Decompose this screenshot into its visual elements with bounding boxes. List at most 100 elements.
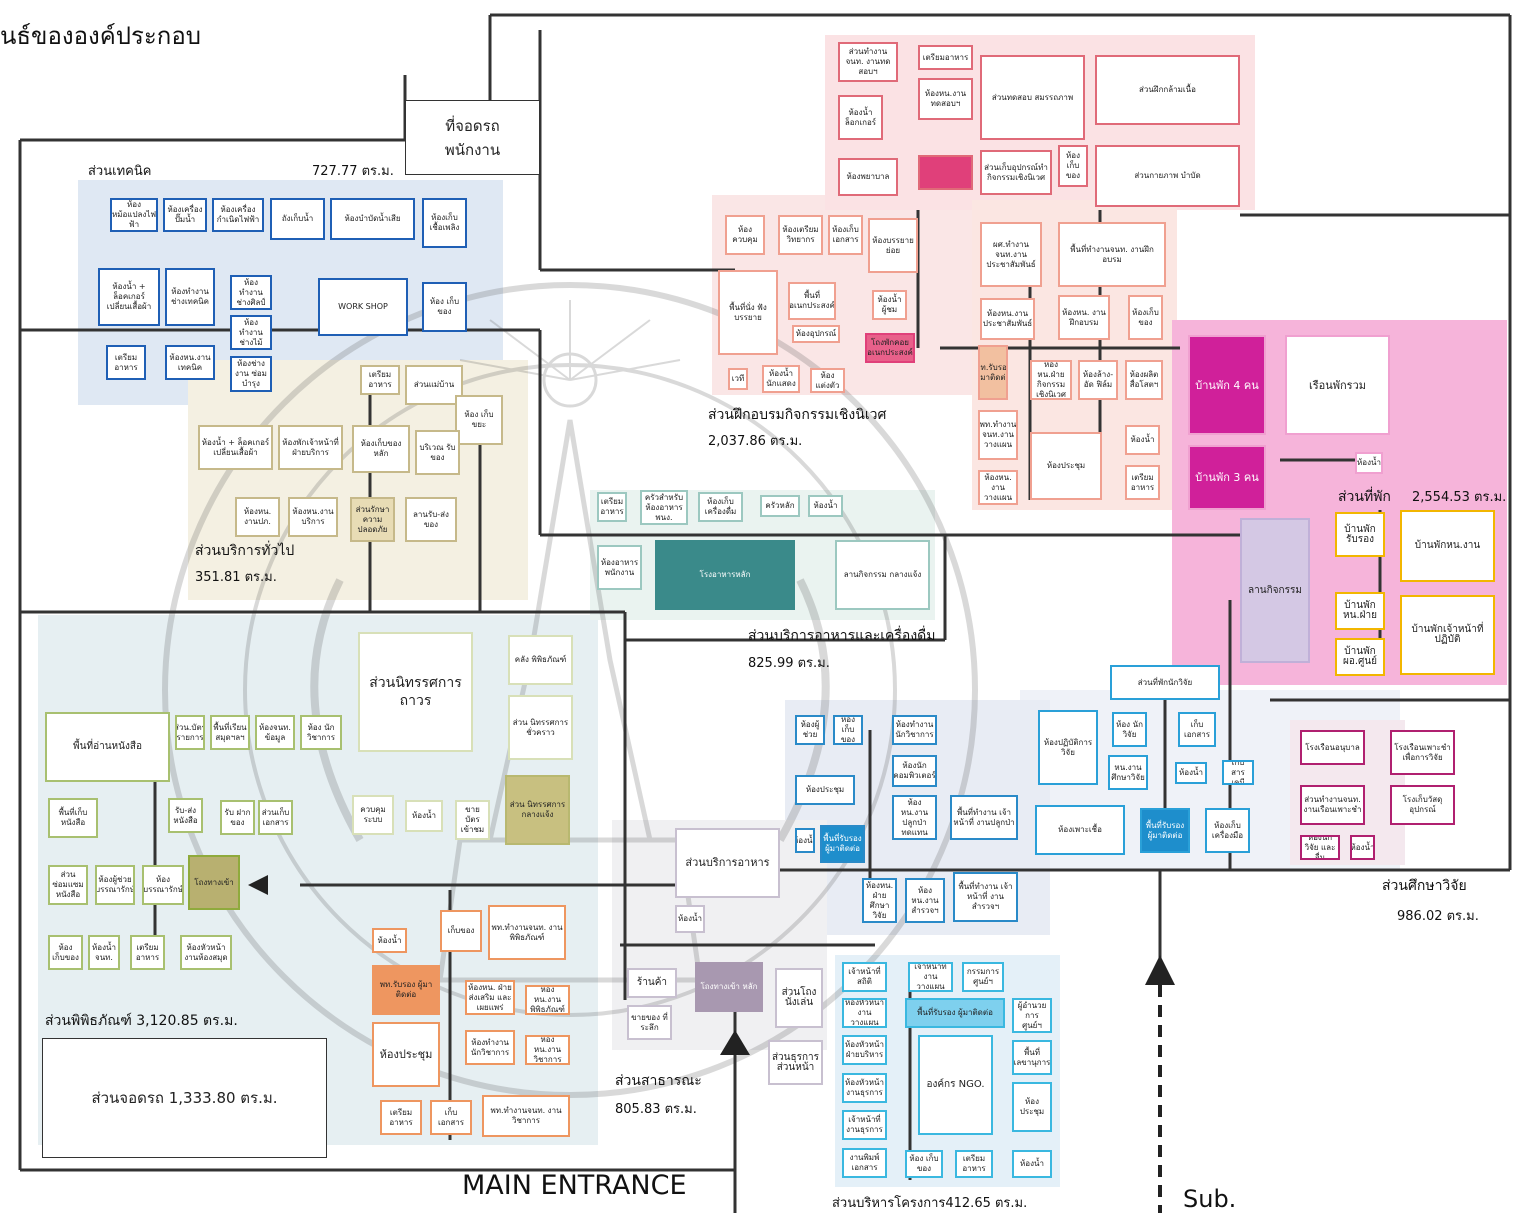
research-room: ห้องน้ำ	[1350, 835, 1375, 860]
museum-room: ควบคุม ระบบ	[352, 795, 394, 835]
project-room: พื้นที่ เลขานุการ	[1012, 1040, 1052, 1075]
public-room: ส่วนบริการอาหาร	[675, 828, 780, 898]
activity-room: พท.ทำงาน จนท.งาน วางแผน	[978, 410, 1018, 460]
project-room: ห้องประชุม	[795, 775, 855, 805]
activity-room: ห้องบรรยาย ย่อย	[868, 218, 918, 273]
research-zone-name: ส่วนศึกษาวิจัย	[1382, 878, 1467, 894]
research-room: โรงเก็บวัสดุ อุปกรณ์	[1390, 785, 1455, 825]
museum-room: พื้นที่เก็บ หนังสือ	[48, 798, 98, 838]
museum-room: ส่วนเก็บ เอกสาร	[258, 800, 293, 835]
research-room: โรงเรือนเพาะชำ เพื่อการวิจัย	[1390, 730, 1455, 775]
museum-room: เตรียม อาหาร	[380, 1100, 422, 1135]
activity-room: ส่วนเก็บอุปกรณ์ทำ กิจกรรมเชิงนิเวศ	[980, 150, 1052, 195]
project-room: ห้องทำงาน นักวิชาการ	[892, 715, 937, 745]
public-room: ส่วนธุรการ ส่วนหน้า	[768, 1040, 823, 1085]
museum-zone-name: ส่วนพิพิธภัณฑ์ 3,120.85 ตร.ม.	[45, 1013, 238, 1029]
research-room: โรงเรือนอนุบาล	[1300, 730, 1365, 765]
project-room: งานพิมพ์ เอกสาร	[842, 1148, 887, 1178]
lodging-room: บ้านพักเจ้าหน้าที่ ปฏิบัติ	[1400, 595, 1495, 675]
activity-zone-name: ส่วนฝึกอบรมกิจกรรมเชิงนิเวศ	[708, 407, 887, 423]
activity-room: ส่วนกายภาพ บำบัด	[1095, 145, 1240, 207]
museum-room: คลัง พิพิธภัณฑ์	[508, 635, 573, 685]
general-room: บริเวณ รับของ	[415, 430, 460, 475]
activity-room: ห้องล้าง-อัด ฟิล์ม	[1078, 360, 1118, 400]
activity-room: ส่วนทดสอบ สมรรถภาพ	[980, 55, 1085, 140]
staff-parking-line2: พนักงาน	[444, 140, 501, 159]
project-room: องค์กร NGO.	[918, 1035, 993, 1135]
technical-room: ห้องบำบัดน้ำเสีย	[330, 198, 415, 240]
technical-room: ห้องหม้อแปลงไฟฟ้า	[110, 198, 158, 232]
technical-zone-name: ส่วนเทคนิค	[88, 164, 152, 179]
research-zone-area: 986.02 ตร.ม.	[1397, 909, 1479, 924]
museum-room: ส่วน นิทรรศการ กลางแจ้ง	[505, 775, 570, 845]
museum-room: พื้นที่เรียน สมุดฯลฯ	[210, 715, 250, 750]
main-entrance-label: MAIN ENTRANCE	[462, 1170, 687, 1201]
general-zone-area: 351.81 ตร.ม.	[195, 570, 277, 585]
project-room: ห้องน้ำ	[795, 828, 815, 853]
activity-hub	[918, 155, 973, 190]
activity-room: โถงพักคอย อเนกประสงค์	[865, 333, 915, 363]
activity-room: ห้อง เก็บของ	[1058, 145, 1088, 187]
museum-room: ห้องหัวหน้า งานห้องสมุด	[180, 935, 232, 970]
technical-room: เตรียม อาหาร	[106, 345, 146, 380]
research-room: ห้องปฏิบัติการวิจัย	[1038, 710, 1098, 785]
lodging-room: บ้านพัก 4 คน	[1188, 335, 1266, 435]
museum-room: พท.รับรอง ผู้มาติดต่อ	[372, 965, 440, 1015]
project-room: ห้องนัก คอมพิวเตอร์	[892, 755, 937, 787]
technical-room: ห้องทำงาน ช่างไม้	[230, 315, 272, 350]
general-room: ส่วนรักษา ความปลอดภัย	[350, 497, 395, 542]
technical-room: WORK SHOP	[318, 278, 408, 336]
project-room: เจ้าหน้าที่ งานธุรการ	[842, 1110, 887, 1140]
museum-room: ห้องทำงาน นักวิชาการ	[465, 1030, 515, 1065]
technical-room: ห้องทำงาน ช่างศิลป์	[230, 275, 272, 310]
museum-room: ห้อง นักวิชาการ	[300, 715, 342, 750]
lodging-room: บ้านพัก หน.ฝ่าย	[1335, 592, 1385, 630]
project-room: พื้นที่ทำงาน เจ้าหน้าที่ งานปลูกป่า	[950, 795, 1018, 840]
project-room: กรรมการ ศูนย์ฯ	[962, 962, 1004, 992]
general-room: ส่วนแม่บ้าน	[405, 365, 463, 405]
food-room: ห้องเก็บ เครื่องดื่ม	[698, 492, 743, 522]
research-room: ห้อง นักวิจัย	[1112, 712, 1147, 747]
project-room: ห้องประชุม	[1012, 1082, 1052, 1132]
food-room: ครัวหลัก	[760, 495, 800, 517]
staff-parking-box: ที่จอดรถ พนักงาน	[405, 100, 540, 175]
sub-entrance-label: Sub.	[1183, 1185, 1237, 1213]
activity-room: ห้องเตรียม วิทยากร	[778, 215, 823, 255]
activity-room: ห้องหน.งาน ประชาสัมพันธ์	[980, 298, 1035, 340]
technical-room: ห้องทำงาน ช่างเทคนิค	[165, 268, 215, 326]
museum-room: ส่วนนิทรรศการ ถาวร	[358, 632, 473, 752]
food-room: ห้องน้ำ	[808, 495, 843, 517]
activity-room: ห้องอุปกรณ์	[792, 325, 840, 343]
general-room: ห้องหน. งานปภ.	[235, 497, 280, 537]
activity-room: ห้องประชุม	[1030, 432, 1102, 500]
research-room: ห้องเก็บ เครื่องมือ	[1205, 808, 1250, 853]
museum-room: ส่วน นิทรรศการ ชั่วคราว	[508, 695, 573, 760]
lodging-room: บ้านพัก 3 คน	[1188, 445, 1266, 510]
food-zone-area: 825.99 ตร.ม.	[748, 656, 830, 671]
project-room: ห้อง เก็บของ	[833, 715, 863, 745]
activity-room: ห้องน้ำ	[1125, 425, 1160, 455]
activity-room: ห้องพยาบาล	[838, 158, 898, 196]
activity-room: ห้องผลิต สื่อโสตฯ	[1125, 360, 1163, 400]
technical-zone-area: 727.77 ตร.ม.	[312, 164, 394, 179]
activity-room: เวที	[728, 368, 748, 390]
page-title: ันธ์ขององค์ประกอบ	[0, 22, 201, 50]
general-room: เตรียม อาหาร	[360, 365, 400, 395]
food-room: ลานกิจกรรม กลางแจ้ง	[835, 540, 930, 610]
project-room: ห้องหน.งาน ปลูกป่า ทดแทน	[892, 795, 937, 840]
research-room: ส่วนที่พักนักวิจัย	[1110, 665, 1220, 700]
technical-room: ห้องเครื่องปั๊มน้ำ	[163, 198, 207, 232]
activity-room: ห้องหน.ฝ่าย กิจกรรม เชิงนิเวศ	[1030, 360, 1072, 400]
activity-room: ผศ.ทำงาน จนท.งาน ประชาสัมพันธ์	[980, 222, 1042, 287]
project-room: เจ้าหน้าที่ งานวางแผน	[908, 962, 953, 992]
parking-area: ส่วนจอดรถ 1,333.80 ตร.ม.	[42, 1038, 327, 1158]
activity-room: พื้นที่ อเนกประสงค์	[788, 282, 836, 320]
research-room: ห้องนักวิจัย และอื่น	[1300, 835, 1340, 860]
public-zone-area: 805.83 ตร.ม.	[615, 1102, 697, 1117]
museum-room: โถงทางเข้า	[188, 855, 240, 910]
project-room: เจ้าหน้าที่ สถิติ	[842, 962, 887, 992]
project-room: ห้องผู้ช่วย	[795, 715, 825, 745]
museum-room: ห้อง เก็บของ	[48, 935, 83, 970]
